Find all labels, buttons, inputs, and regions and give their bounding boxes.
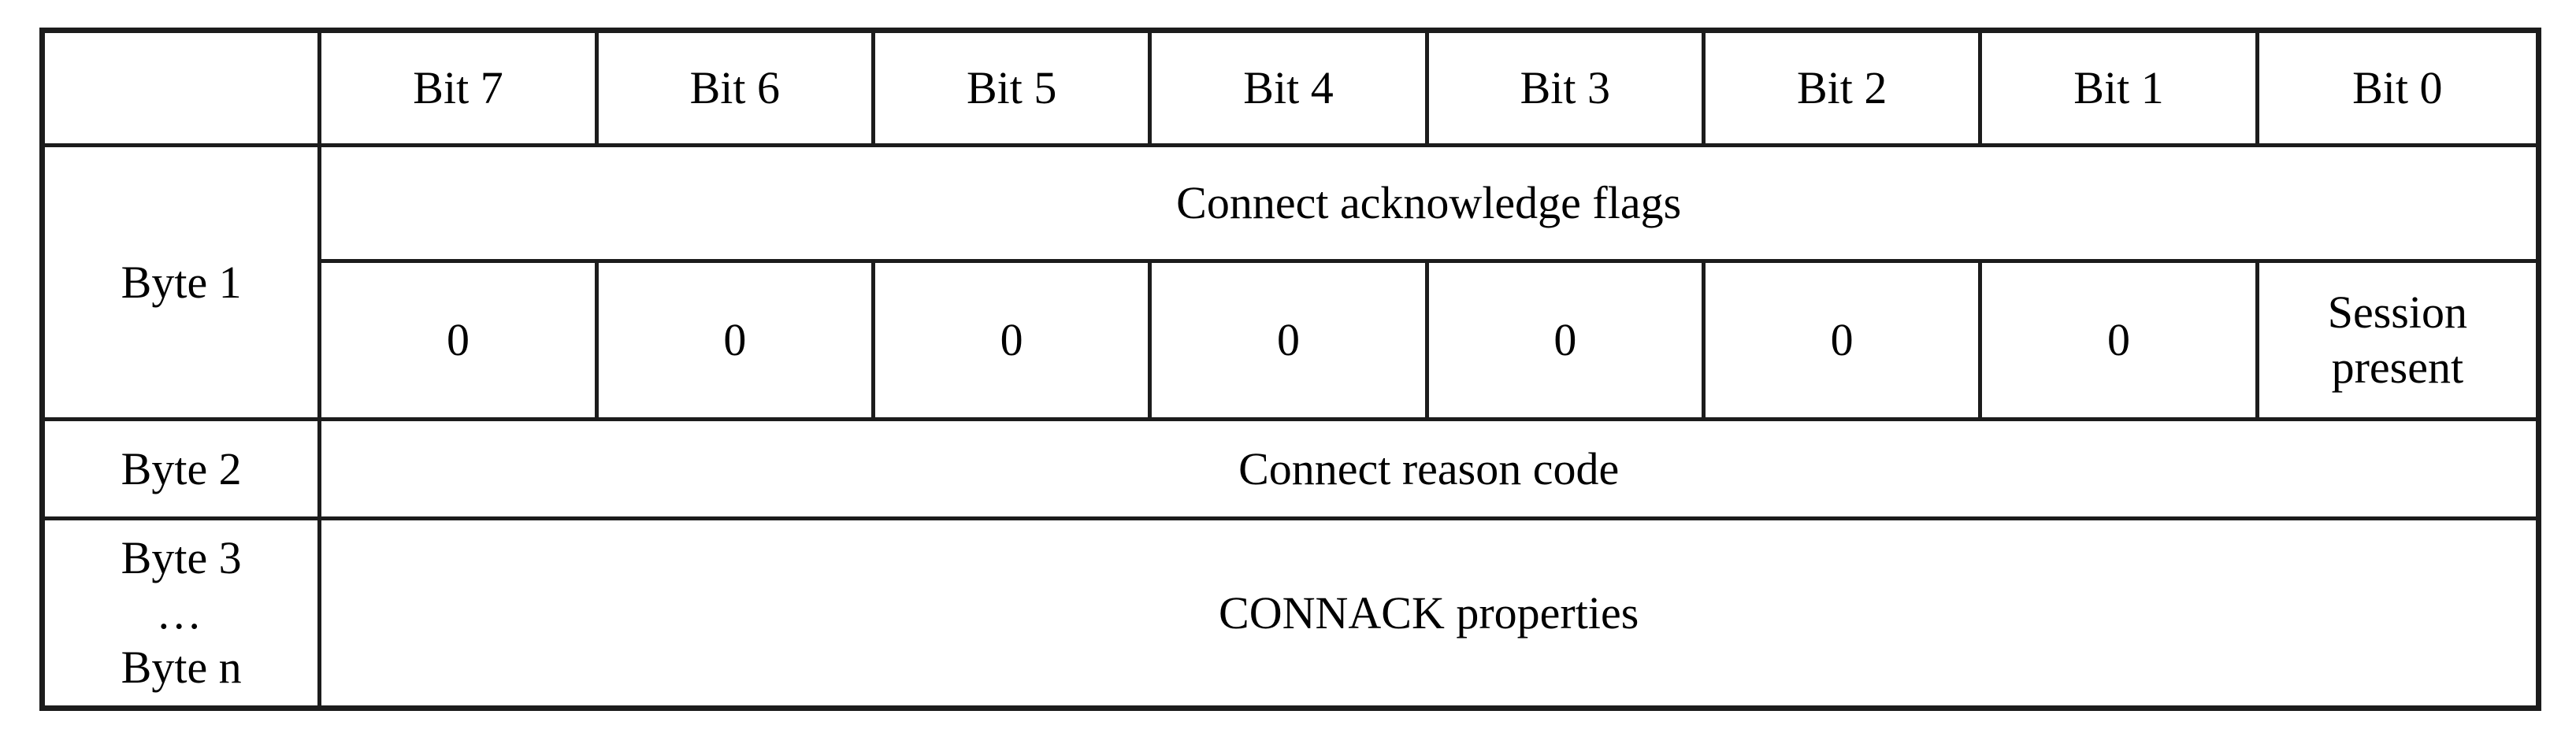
bit-value-cell-7: 0 [321,263,599,421]
session-present-cell: Session present [2259,263,2536,421]
bit-header-cell-1: Bit 1 [1982,33,2259,147]
byte-label-cell-1: Byte 1 [45,147,322,421]
corner-cell [45,33,322,147]
bit-header-cell-2: Bit 2 [1706,33,1983,147]
connack-properties-cell: CONNACK properties [1219,587,1639,639]
connect-reason-code-cell: Connect reason code [321,421,2536,520]
packet-structure-table: Bit 7 Bit 6 Bit 5 Bit 4 Bit 3 Bit 2 Bit … [39,28,2541,711]
bit-value-cell-6: 0 [598,263,875,421]
bit-value-cell-4: 0 [1152,263,1429,421]
byte-label-line-byte3: Byte 3 [121,532,242,584]
bit-value-cell-2: 0 [1706,263,1983,421]
bit-header-cell-7: Bit 7 [321,33,599,147]
bit-header-cell-0: Bit 0 [2259,33,2536,147]
connect-acknowledge-flags-cell: Connect acknowledge flags [321,147,2536,263]
bit-header-cell-3: Bit 3 [1428,33,1706,147]
bit-header-cell-5: Bit 5 [875,33,1153,147]
bit-value-cell-5: 0 [875,263,1153,421]
bit-value-cell-3: 0 [1428,263,1706,421]
bit-header-cell-4: Bit 4 [1152,33,1429,147]
byte-label-cell-2: Byte 2 [45,421,322,520]
byte-label-line-byten: Byte n [121,642,242,694]
bit-header-cell-6: Bit 6 [598,33,875,147]
bit-value-cell-1: 0 [1982,263,2259,421]
byte-label-line-ellipsis: … [156,587,207,639]
byte-label-cell-3-n: Byte 3 … Byte n [45,520,322,705]
